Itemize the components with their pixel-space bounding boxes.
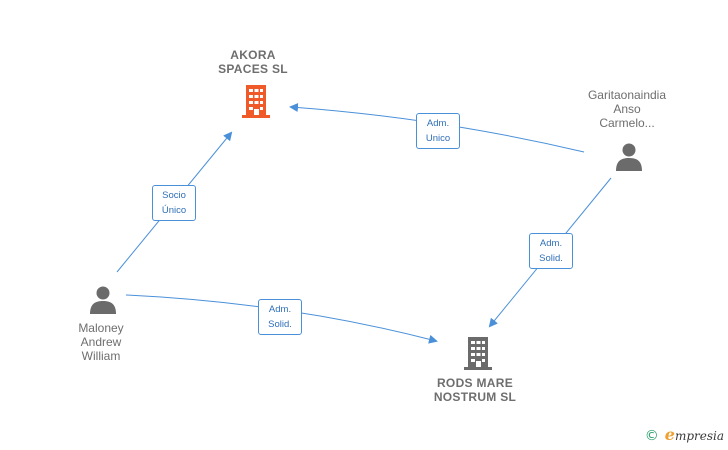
- edge-label-maloney-rods[interactable]: Adm. Solid.: [258, 299, 302, 335]
- maloney-label: Maloney Andrew William: [78, 321, 124, 363]
- rods-mare-nostrum-label: RODS MARE NOSTRUM SL: [433, 376, 517, 404]
- edge-label-garitaonaindia-rods[interactable]: Adm. Solid.: [529, 233, 573, 269]
- copyright-icon: ©: [644, 428, 659, 444]
- building-icon[interactable]: [240, 83, 272, 119]
- person-icon[interactable]: [614, 142, 644, 172]
- empresia-logo[interactable]: ©empresia: [644, 425, 724, 444]
- person-icon[interactable]: [88, 285, 118, 315]
- building-icon[interactable]: [462, 335, 494, 371]
- edge-label-maloney-akora[interactable]: Socio Único: [152, 185, 196, 221]
- akora-spaces-label: AKORA SPACES SL: [218, 48, 288, 76]
- garitaonaindia-label: Garitaonaindia Anso Carmelo...: [587, 88, 667, 130]
- edge-label-garitaonaindia-akora[interactable]: Adm. Unico: [416, 113, 460, 149]
